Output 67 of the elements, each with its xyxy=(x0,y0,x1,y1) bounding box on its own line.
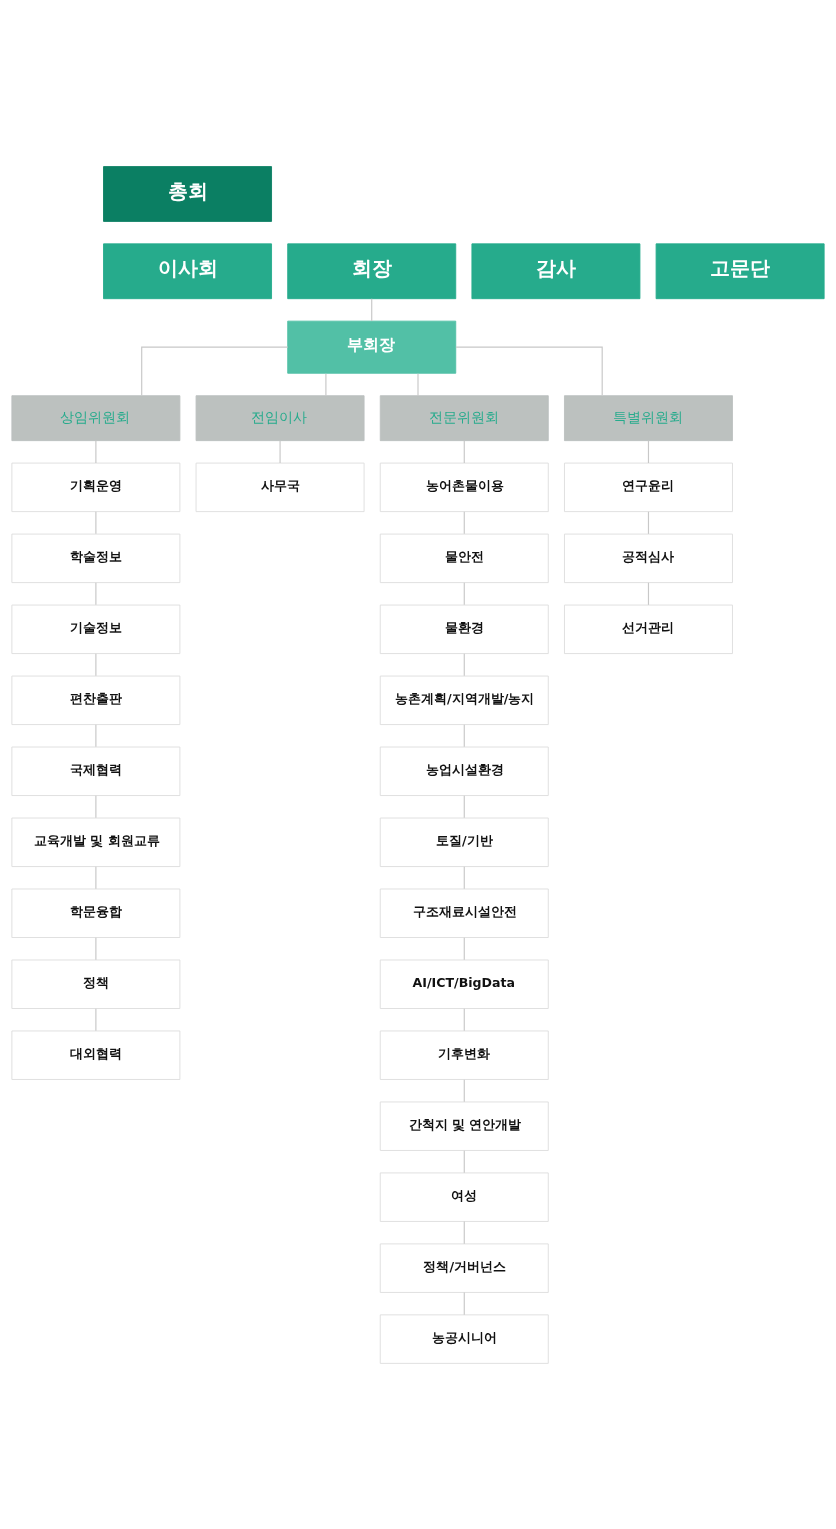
connector xyxy=(463,1007,465,1031)
node-box: 연구윤리 xyxy=(564,462,733,512)
node-box: 농업시설환경 xyxy=(379,746,549,796)
connector xyxy=(463,1078,465,1102)
node-box: 사무국 xyxy=(195,462,365,512)
connector xyxy=(463,1149,465,1173)
connector xyxy=(463,936,465,960)
node-box: 교육개발 및 회원교류 xyxy=(11,817,181,867)
node-box: 농공시니어 xyxy=(379,1313,549,1364)
node-box: 학술정보 xyxy=(11,533,181,583)
connector xyxy=(279,439,281,464)
node-box: 기획운영 xyxy=(11,462,181,512)
connector xyxy=(463,581,465,605)
connector xyxy=(95,510,97,534)
node-box: 대외협력 xyxy=(11,1030,181,1080)
node-box: 간척지 및 연안개발 xyxy=(379,1101,549,1151)
connector xyxy=(647,581,650,605)
node-box: 국제협력 xyxy=(11,746,181,796)
node-box: 회장 xyxy=(287,242,457,299)
connector xyxy=(463,723,465,747)
node-box: 농촌계획/지역개발/농지 xyxy=(379,675,549,725)
connector xyxy=(325,372,327,396)
node-box: 선거관리 xyxy=(564,604,733,654)
node-box: 공적심사 xyxy=(564,533,733,583)
connector xyxy=(455,346,603,396)
node-box: 농어촌물이용 xyxy=(379,462,549,512)
connector xyxy=(95,794,97,818)
connector xyxy=(371,297,373,322)
connector xyxy=(463,1291,465,1315)
node-box: 구조재료시설안전 xyxy=(379,888,549,938)
connector xyxy=(95,439,97,464)
node-box: 정책/거버넌스 xyxy=(379,1242,549,1293)
connector xyxy=(463,439,465,464)
connector xyxy=(141,346,289,396)
connector xyxy=(95,936,97,960)
node-box: 학문융합 xyxy=(11,888,181,938)
node-box: 부회장 xyxy=(287,320,457,374)
connector xyxy=(95,652,97,676)
node-box: 고문단 xyxy=(655,242,825,299)
connector xyxy=(95,581,97,605)
node-box: 토질/기반 xyxy=(379,817,549,867)
node-box: 총회 xyxy=(103,165,272,222)
node-box: 전문위원회 xyxy=(379,394,549,441)
node-box: 물안전 xyxy=(379,533,549,583)
node-box: 전임이사 xyxy=(195,394,365,441)
node-box: 물환경 xyxy=(379,604,549,654)
connector xyxy=(647,510,650,534)
connector xyxy=(417,372,419,396)
node-box: 상임위원회 xyxy=(11,394,181,441)
connector xyxy=(95,865,97,889)
connector xyxy=(463,510,465,534)
node-box: 여성 xyxy=(379,1171,549,1222)
node-box: 기후변화 xyxy=(379,1030,549,1080)
node-box: 특별위원회 xyxy=(564,394,733,441)
connector xyxy=(647,439,650,464)
connector xyxy=(463,865,465,889)
node-box: AI/ICT/BigData xyxy=(379,959,549,1009)
connector xyxy=(463,652,465,676)
node-box: 감사 xyxy=(471,242,641,299)
connector xyxy=(95,723,97,747)
node-box: 이사회 xyxy=(103,242,272,299)
node-box: 정책 xyxy=(11,959,181,1009)
connector xyxy=(463,1220,465,1244)
connector xyxy=(95,1007,97,1031)
node-box: 편찬출판 xyxy=(11,675,181,725)
node-box: 기술정보 xyxy=(11,604,181,654)
connector xyxy=(463,794,465,818)
